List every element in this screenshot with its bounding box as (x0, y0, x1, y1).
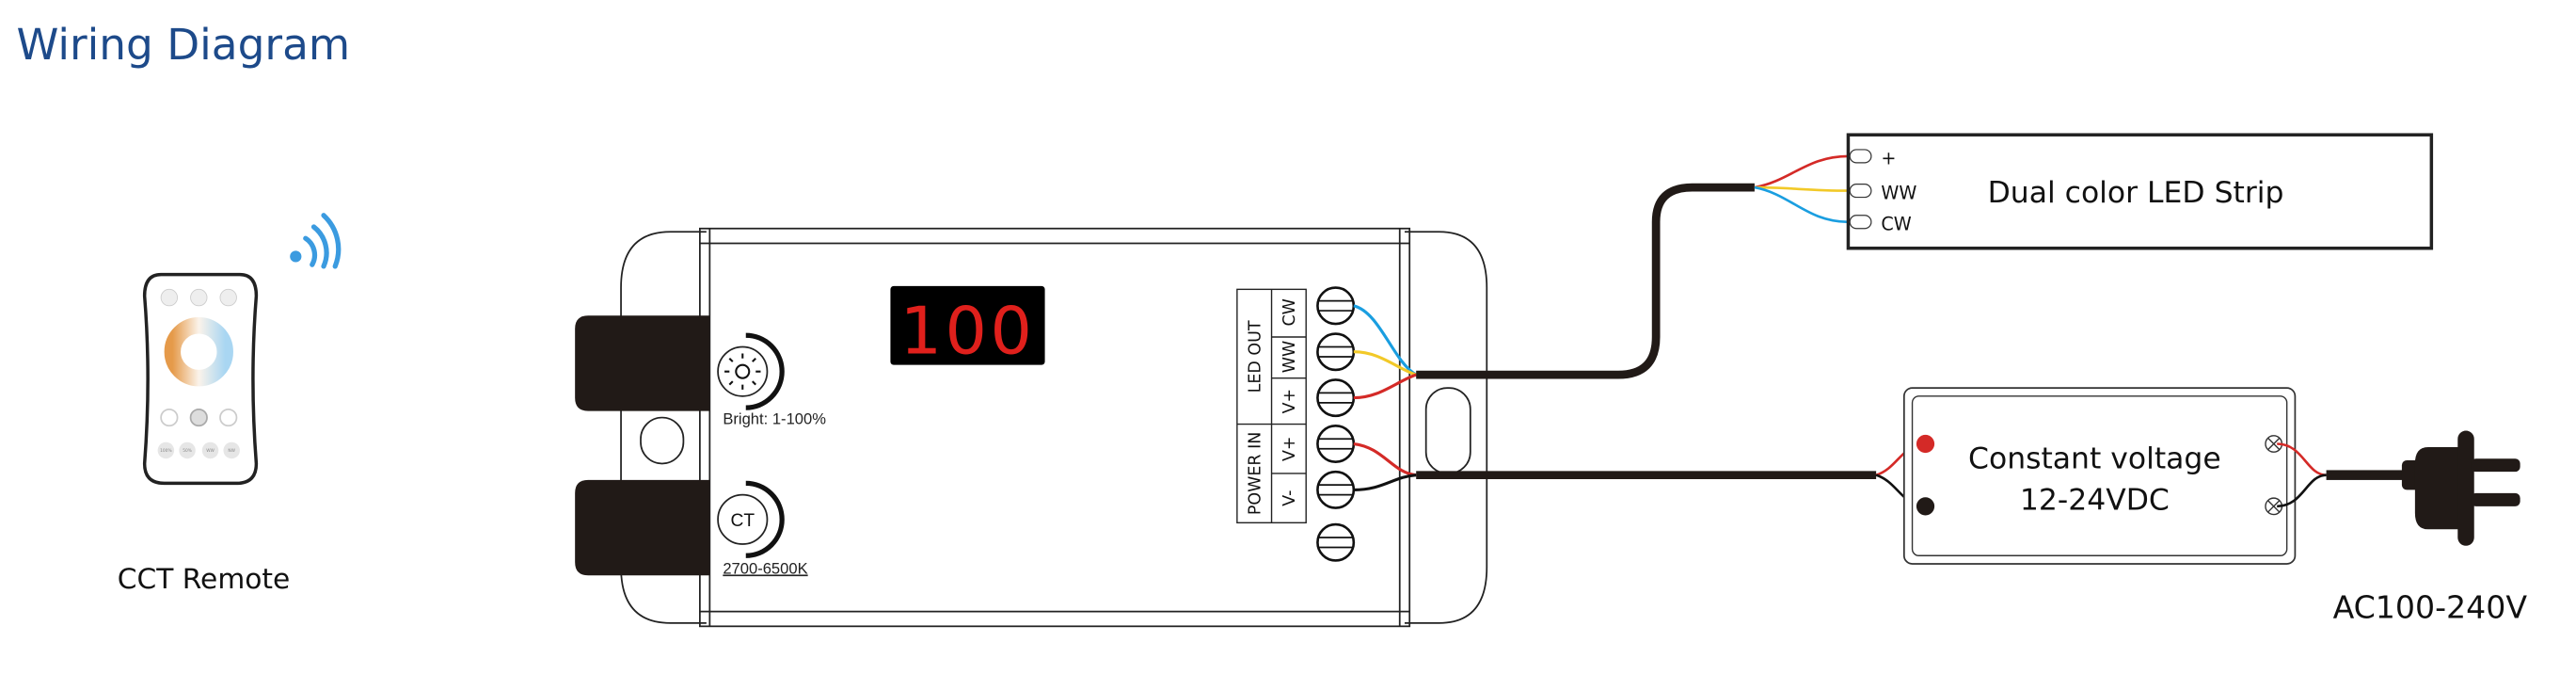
strip-pin-plus: + (1881, 148, 1896, 169)
positive-terminal (1916, 434, 1935, 454)
page-title: Wiring Diagram (16, 20, 350, 70)
terminal-label-power-vminus: V- (1280, 490, 1299, 506)
plug-icon (2326, 430, 2520, 546)
remote-button-ww: WW (206, 448, 215, 454)
power-in-label: POWER IN (1246, 432, 1264, 515)
screw-terminals (1316, 286, 1356, 562)
psu-type-label: Constant voltage (1968, 442, 2221, 476)
ct-button: CT (717, 480, 785, 558)
controller (620, 227, 1488, 628)
ac-wires (2277, 442, 2327, 508)
controller-wires (1353, 304, 1418, 491)
svg-text:CT: CT (730, 511, 755, 531)
color-temperature-wheel (164, 317, 233, 387)
led-strip-wires (1754, 154, 1849, 224)
power-button-icon (189, 408, 208, 427)
mounting-clamps (575, 315, 710, 576)
remote-label: CCT Remote (118, 562, 290, 595)
power-supply (1902, 387, 2297, 565)
led-strip (1846, 133, 2434, 250)
strip-pin-ww: WW (1881, 182, 1916, 203)
remote-button-100: 100% (160, 448, 171, 454)
memory-button-icons (160, 288, 237, 307)
brightness-button (717, 332, 785, 410)
ct-range-label: 2700-6500K (723, 559, 807, 577)
remote-button-50: 50% (183, 448, 192, 454)
terminal-label-power-vplus: V+ (1280, 436, 1299, 461)
led-display (890, 285, 1045, 365)
terminal-label-cw: CW (1280, 298, 1299, 326)
led-cable (1416, 183, 1755, 379)
remote-button-nw: NW (228, 448, 235, 454)
cct-remote: 100% 50% WW NW (142, 272, 259, 486)
negative-terminal (1916, 497, 1935, 516)
right-arrow-button (219, 408, 238, 427)
wireless-signal-icon (290, 213, 342, 269)
terminal-label-led-vplus: V+ (1280, 389, 1299, 414)
terminal-label-table (1236, 288, 1307, 524)
strip-pads (1849, 149, 1872, 230)
strip-pin-cw: CW (1881, 213, 1911, 234)
left-arrow-button (160, 408, 179, 427)
mains-voltage-label: AC100-240V (2333, 589, 2528, 626)
sun-icon (724, 353, 761, 390)
led-strip-title: Dual color LED Strip (1988, 176, 2284, 210)
brightness-label: Bright: 1-100% (723, 410, 826, 428)
psu-voltage-label: 12-24VDC (2020, 483, 2170, 517)
display-value: 100 (900, 293, 1036, 369)
led-out-label: LED OUT (1246, 320, 1264, 393)
terminal-label-ww: WW (1280, 341, 1299, 374)
